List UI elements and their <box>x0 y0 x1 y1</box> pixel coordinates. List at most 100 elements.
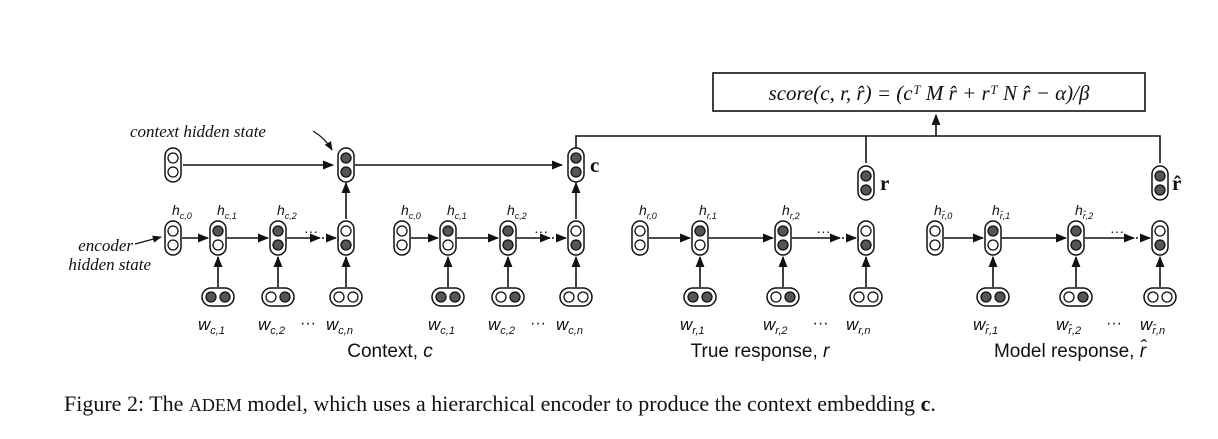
node-unit <box>1154 184 1166 196</box>
hidden-label: hr,2 <box>782 202 800 221</box>
hidden-node <box>439 220 457 256</box>
node-unit <box>205 291 217 303</box>
node-unit <box>860 170 872 182</box>
caption-prefix: Figure 2: The <box>64 391 189 416</box>
node-unit <box>860 225 872 237</box>
initial-hidden-node <box>631 220 649 256</box>
word-label: wc,1 <box>428 315 455 337</box>
node-unit <box>1063 291 1075 303</box>
node-unit <box>570 239 582 251</box>
encoder-hidden-state-label: encoder hidden state <box>68 236 151 274</box>
label-subscript: r,2 <box>790 211 800 221</box>
label-subscript: r̂,1 <box>985 323 998 337</box>
node-unit <box>495 291 507 303</box>
node-unit <box>1154 170 1166 182</box>
node-unit <box>396 225 408 237</box>
label-subscript: c,2 <box>500 325 515 337</box>
hidden-ellipsis: ··· <box>304 223 318 239</box>
node-unit <box>853 291 865 303</box>
word-label: wc,n <box>326 315 353 337</box>
label-base: w <box>326 315 340 334</box>
label-subscript: c,2 <box>270 325 285 337</box>
word-ellipsis: ··· <box>300 315 316 332</box>
score-function-box: score(c, r, r̂) = (cᵀ M r̂ + rᵀ N r̂ − α… <box>712 72 1146 112</box>
hidden-node <box>1067 220 1085 256</box>
final-hidden-node <box>1151 220 1169 256</box>
caption-end: . <box>930 391 936 416</box>
initial-hidden-node <box>926 220 944 256</box>
node-unit <box>634 225 646 237</box>
score-connectors <box>575 113 1161 163</box>
label-base: w <box>198 315 212 334</box>
node-unit <box>442 239 454 251</box>
node-unit <box>272 239 284 251</box>
label-base: h <box>1075 202 1083 218</box>
node-unit <box>347 291 359 303</box>
node-unit <box>167 166 179 178</box>
label-base: h <box>507 202 515 218</box>
label-base: h <box>401 202 409 218</box>
group-caption: Context, c <box>347 341 433 362</box>
label-subscript: r̂,1 <box>1000 210 1011 221</box>
node-unit <box>701 291 713 303</box>
node-unit <box>860 239 872 251</box>
node-unit <box>1147 291 1159 303</box>
label-base: w <box>973 315 987 334</box>
word-embedding-node <box>766 287 800 307</box>
response-embedding-label: r <box>880 171 889 195</box>
hidden-node <box>774 220 792 256</box>
node-unit <box>340 152 352 164</box>
final-hidden-node <box>857 220 875 256</box>
hidden-label: hr̂,2 <box>1075 202 1093 221</box>
label-subscript: c,2 <box>515 211 527 221</box>
word-embedding-node <box>1143 287 1177 307</box>
word-label: wc,n <box>556 315 583 337</box>
group-caption: Model response, r̂ <box>994 339 1148 362</box>
node-unit <box>502 239 514 251</box>
label-base: h <box>277 202 285 218</box>
label-base: w <box>1140 315 1154 334</box>
word-embedding-node <box>1059 287 1093 307</box>
node-unit <box>340 239 352 251</box>
model-response-embedding-label: r̂ <box>1172 171 1181 195</box>
encoder-pointer <box>134 235 162 245</box>
word-label: wc,2 <box>488 315 515 337</box>
node-unit <box>784 291 796 303</box>
word-label: wr̂,n <box>1140 315 1165 337</box>
word-label: wr,2 <box>763 315 788 337</box>
encoder-label-line2: hidden state <box>68 255 151 274</box>
label-base: w <box>680 315 694 334</box>
group-caption: True response, r <box>691 341 830 362</box>
word-label: wr̂,1 <box>973 315 998 337</box>
label-subscript: c,1 <box>225 211 237 221</box>
context-hidden-state-label: context hidden state <box>130 122 266 141</box>
node-unit <box>1154 225 1166 237</box>
node-unit <box>212 239 224 251</box>
hidden-label: hr̂,1 <box>992 202 1010 221</box>
hidden-ellipsis: ··· <box>1110 223 1124 239</box>
response-embedding-node <box>857 165 875 201</box>
label-base: h <box>447 202 455 218</box>
hidden-node <box>499 220 517 256</box>
label-subscript: c,0 <box>180 211 192 221</box>
word-embedding-node <box>683 287 717 307</box>
figure-caption: Figure 2: The ADEM model, which uses a h… <box>64 391 936 416</box>
node-unit <box>777 225 789 237</box>
word-embedding-node <box>201 287 235 307</box>
word-embedding-node <box>431 287 465 307</box>
context-initial-node <box>164 147 182 183</box>
label-base: w <box>556 315 570 334</box>
label-base: h <box>934 202 942 218</box>
label-base: w <box>1056 315 1070 334</box>
node-unit <box>994 291 1006 303</box>
label-subscript: c,0 <box>409 211 421 221</box>
node-unit <box>442 225 454 237</box>
final-hidden-node <box>567 220 585 256</box>
label-subscript: r,1 <box>707 211 717 221</box>
node-unit <box>929 225 941 237</box>
label-base: h <box>699 202 707 218</box>
hidden-node <box>209 220 227 256</box>
node-unit <box>577 291 589 303</box>
